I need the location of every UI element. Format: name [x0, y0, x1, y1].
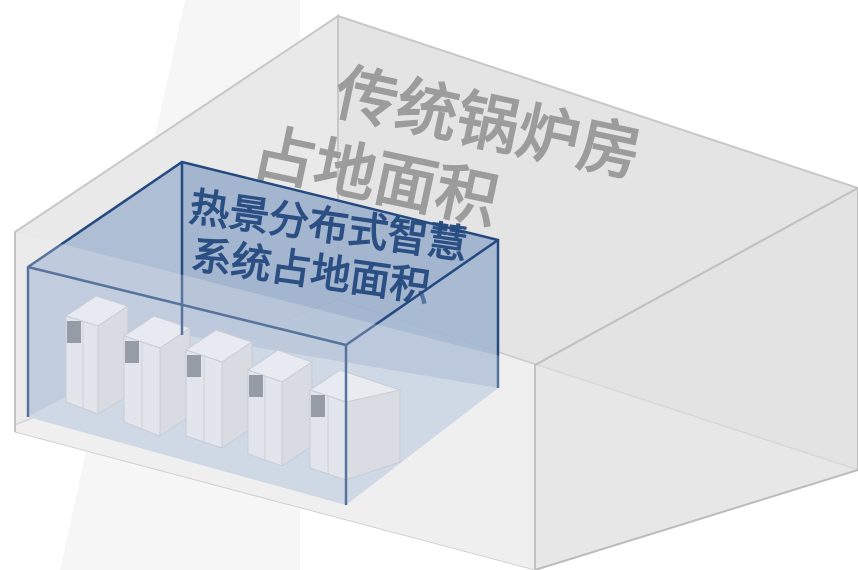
small-room-right-back-wall	[182, 162, 498, 388]
control-panel-icon	[67, 321, 81, 343]
control-panel-icon	[187, 355, 201, 377]
small-room-front-right-glass	[346, 240, 498, 505]
cabinet-unit-2	[122, 315, 192, 437]
cabinet-unit-4	[246, 349, 314, 467]
control-panel-icon	[311, 395, 325, 417]
cabinet-unit-1	[64, 295, 130, 415]
control-panel-icon	[249, 375, 263, 397]
small-room-frame	[26, 160, 500, 505]
large-room-front-left-wall	[15, 232, 535, 570]
large-room-frame	[14, 187, 858, 570]
cabinet-unit-3	[184, 329, 254, 449]
control-panel-icon	[125, 341, 139, 363]
